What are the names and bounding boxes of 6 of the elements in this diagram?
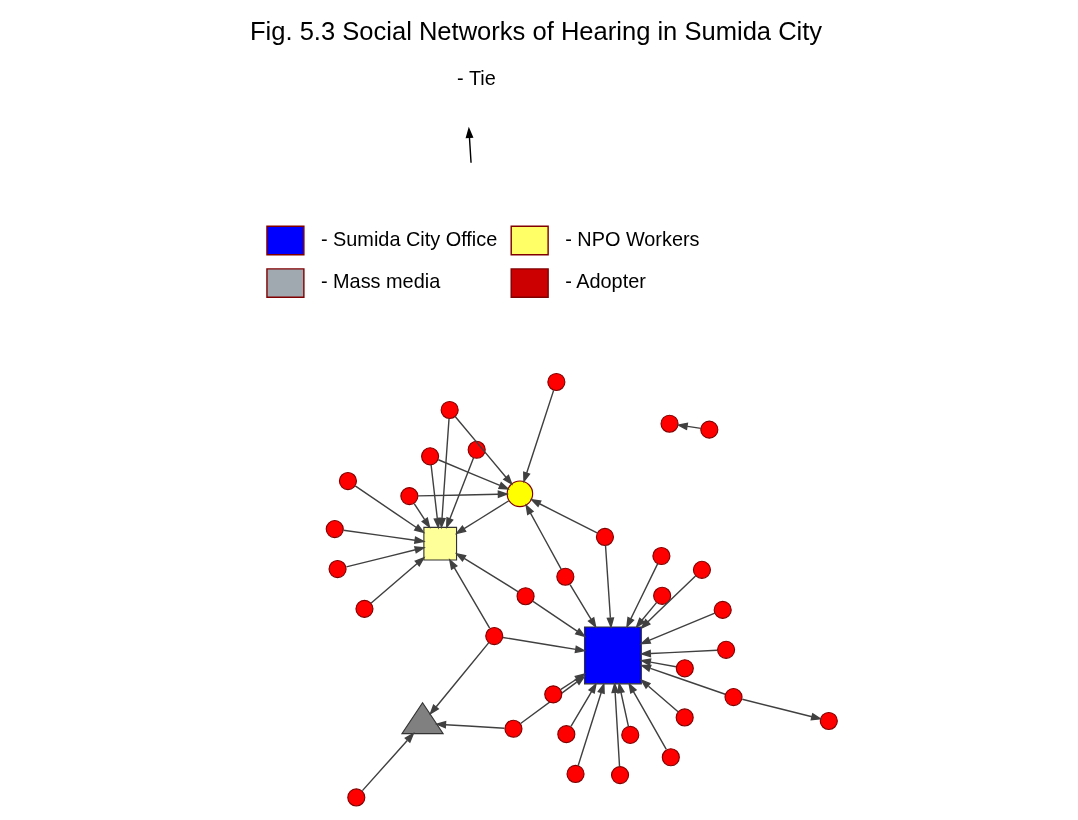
legend-label: - Tie	[457, 66, 496, 89]
legend-label: - NPO Workers	[565, 227, 700, 250]
legend-label: - Adopter	[565, 270, 646, 293]
legend-label: - Sumida City Office	[320, 227, 498, 250]
legend-label: - Mass media	[320, 270, 441, 293]
diagram-title: Fig. 5.3 Social Networks of Hearing in Sumida City	[249, 17, 823, 46]
